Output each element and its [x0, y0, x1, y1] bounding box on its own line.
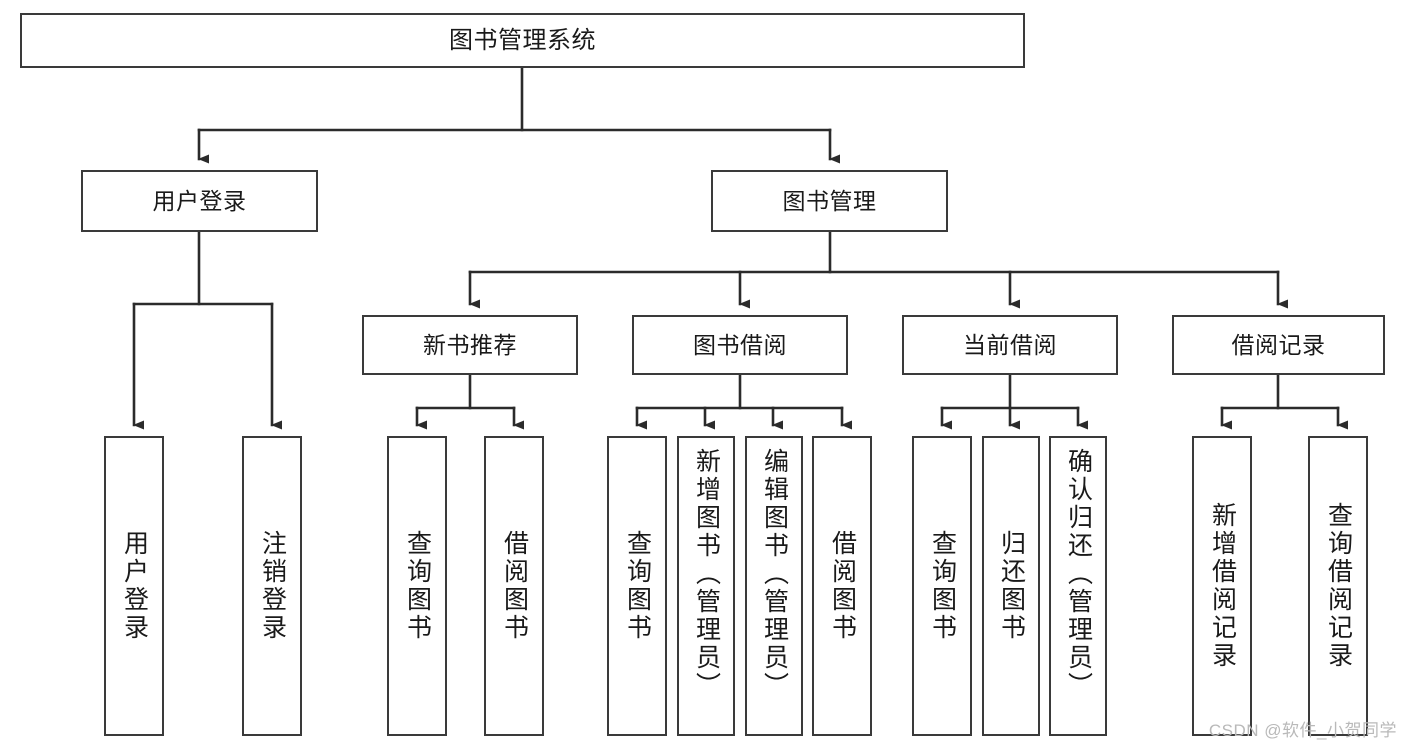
node-leaf-add-record-label: 新增借阅记录: [1208, 502, 1237, 670]
node-current-borrow[interactable]: 当前借阅: [902, 315, 1118, 375]
node-new-book-recommend-label: 新书推荐: [423, 331, 517, 358]
node-leaf-logout-label: 注销登录: [258, 530, 287, 642]
node-borrow-record-label: 借阅记录: [1231, 331, 1326, 358]
node-leaf-query-book-3-label: 查询图书: [928, 530, 957, 642]
node-leaf-edit-book[interactable]: 编辑图书（管理员）: [745, 436, 803, 736]
node-leaf-query-record[interactable]: 查询借阅记录: [1308, 436, 1368, 736]
watermark-text: CSDN @软件_小贺同学: [1208, 721, 1397, 740]
node-leaf-user-login[interactable]: 用户登录: [104, 436, 164, 736]
node-new-book-recommend[interactable]: 新书推荐: [362, 315, 578, 375]
node-leaf-user-login-label: 用户登录: [120, 530, 149, 642]
node-user-login[interactable]: 用户登录: [81, 170, 318, 232]
node-leaf-logout[interactable]: 注销登录: [242, 436, 302, 736]
node-leaf-add-book[interactable]: 新增图书（管理员）: [677, 436, 735, 736]
node-leaf-confirm-return[interactable]: 确认归还（管理员）: [1049, 436, 1107, 736]
node-leaf-query-book-1[interactable]: 查询图书: [387, 436, 447, 736]
node-leaf-query-record-label: 查询借阅记录: [1324, 502, 1353, 670]
node-leaf-confirm-return-label: 确认归还（管理员）: [1064, 448, 1093, 700]
node-leaf-query-book-2[interactable]: 查询图书: [607, 436, 667, 736]
node-root-label: 图书管理系统: [449, 26, 596, 54]
node-user-login-label: 用户登录: [152, 187, 247, 214]
node-leaf-query-book-3[interactable]: 查询图书: [912, 436, 972, 736]
node-current-borrow-label: 当前借阅: [963, 331, 1057, 358]
node-leaf-borrow-book-1[interactable]: 借阅图书: [484, 436, 544, 736]
node-leaf-borrow-book-1-label: 借阅图书: [500, 530, 529, 642]
node-leaf-return-book[interactable]: 归还图书: [982, 436, 1040, 736]
node-leaf-add-record[interactable]: 新增借阅记录: [1192, 436, 1252, 736]
node-leaf-query-book-1-label: 查询图书: [403, 530, 432, 642]
node-book-management[interactable]: 图书管理: [711, 170, 948, 232]
node-book-management-label: 图书管理: [782, 187, 877, 214]
node-leaf-add-book-label: 新增图书（管理员）: [692, 448, 721, 700]
node-root[interactable]: 图书管理系统: [20, 13, 1025, 68]
node-book-borrow[interactable]: 图书借阅: [632, 315, 848, 375]
node-leaf-query-book-2-label: 查询图书: [623, 530, 652, 642]
node-leaf-borrow-book-2[interactable]: 借阅图书: [812, 436, 872, 736]
node-book-borrow-label: 图书借阅: [693, 331, 787, 358]
node-leaf-edit-book-label: 编辑图书（管理员）: [760, 448, 789, 700]
node-borrow-record[interactable]: 借阅记录: [1172, 315, 1385, 375]
node-leaf-borrow-book-2-label: 借阅图书: [828, 530, 857, 642]
node-leaf-return-book-label: 归还图书: [997, 530, 1026, 642]
